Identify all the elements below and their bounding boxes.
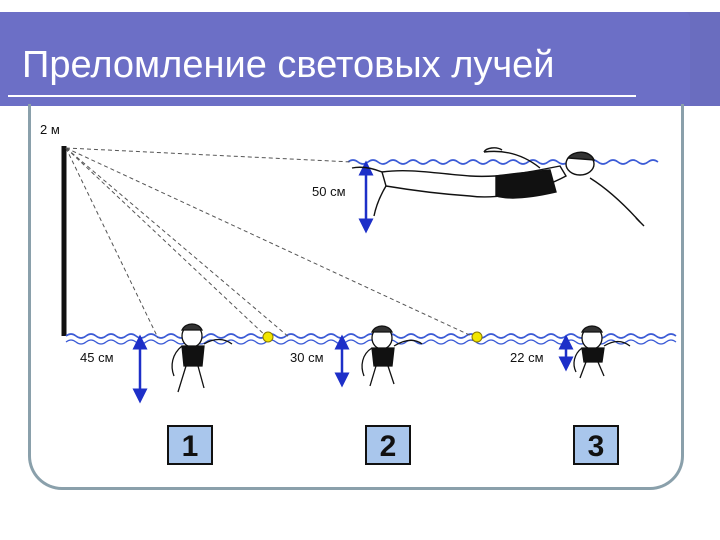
content-frame <box>28 104 684 490</box>
depth-label-3: 22 см <box>510 350 544 365</box>
ray-1 <box>65 147 159 339</box>
yellow-marker-icon <box>471 331 483 343</box>
box-2-label: 2 <box>380 430 397 463</box>
title-bar-panel: Преломление световых лучей <box>0 12 690 106</box>
swimmer-horizontal-icon <box>351 147 645 227</box>
ray-3 <box>65 147 477 339</box>
box-3-label: 3 <box>588 430 605 463</box>
box-1-label: 1 <box>182 430 199 463</box>
swimmer-front-icon-2 <box>361 325 423 387</box>
box-2: 2 <box>365 425 411 465</box>
box-1: 1 <box>167 425 213 465</box>
top-depth-label: 50 см <box>312 184 346 199</box>
swimmer-front-icon-3 <box>573 325 631 379</box>
title-bar: Преломление световых лучей <box>0 12 720 106</box>
swimmer-front-icon-1 <box>171 323 233 393</box>
yellow-marker-icon <box>262 331 274 343</box>
box-3: 3 <box>573 425 619 465</box>
depth-label-2: 30 см <box>290 350 324 365</box>
tower-height-label: 2 м <box>40 122 60 137</box>
upper-water-surface <box>347 159 659 165</box>
light-rays <box>65 147 477 339</box>
lower-water-surface-2 <box>65 339 677 345</box>
slide-title: Преломление световых лучей <box>22 44 555 86</box>
ray-2 <box>65 147 291 339</box>
ray-top <box>65 147 353 163</box>
lower-water-surface <box>65 333 677 339</box>
ray-4 <box>65 147 269 339</box>
title-underline <box>8 95 636 97</box>
depth-label-1: 45 см <box>80 350 114 365</box>
